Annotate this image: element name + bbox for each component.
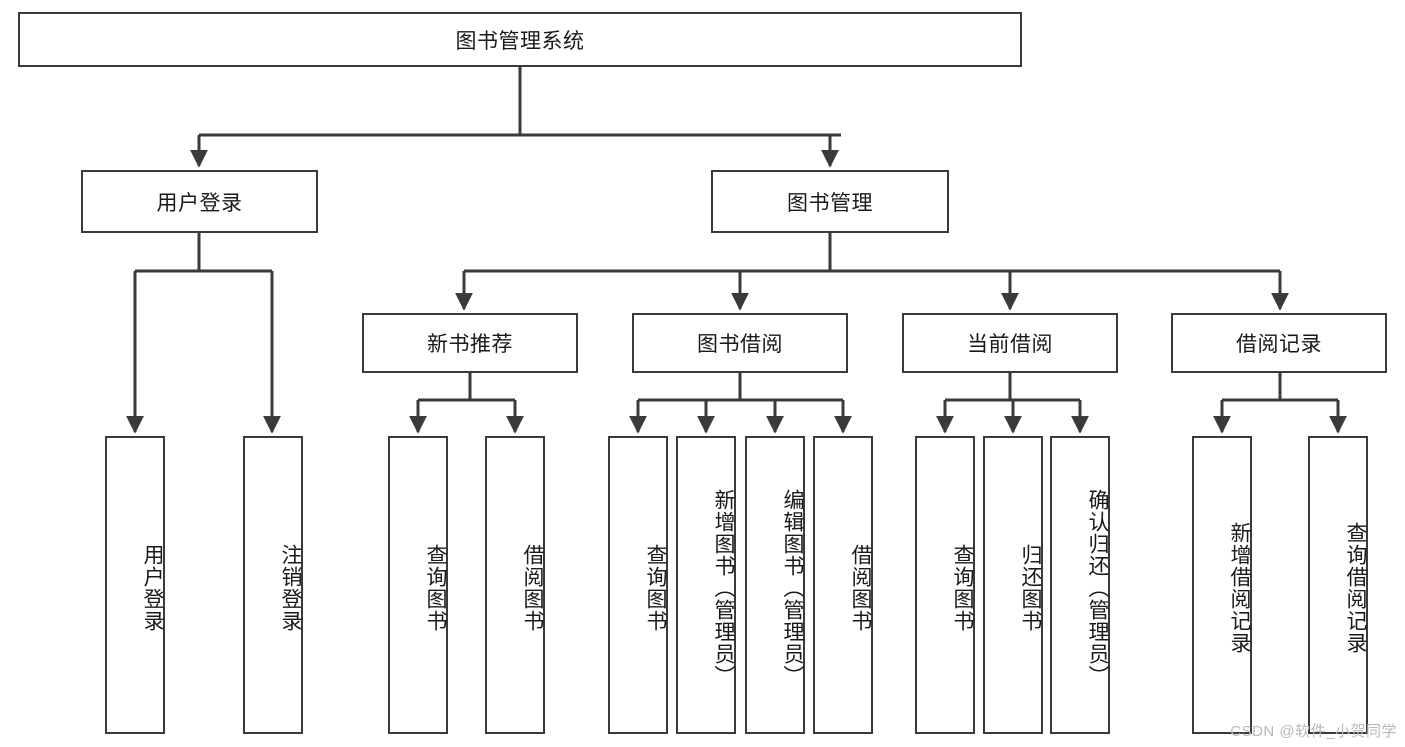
node-label: 确认归还（管理员）: [1086, 489, 1109, 687]
node-label: 图书借阅: [697, 333, 783, 356]
leaf-current-borrow-return[interactable]: 归还图书: [983, 436, 1043, 734]
leaf-book-borrow-add[interactable]: 新增图书（管理员）: [676, 436, 736, 734]
node-label: 查询图书: [424, 544, 447, 632]
leaf-records-add[interactable]: 新增借阅记录: [1192, 436, 1252, 734]
leaf-book-borrow-lend[interactable]: 借阅图书: [813, 436, 873, 734]
node-label: 查询图书: [951, 544, 974, 632]
node-label: 图书管理: [787, 191, 873, 215]
node-label: 借阅图书: [849, 544, 872, 632]
node-book-borrow[interactable]: 图书借阅: [632, 313, 848, 373]
node-label: 用户登录: [141, 544, 164, 632]
watermark: CSDN @软件_小贺同学: [1230, 723, 1397, 740]
node-label: 当前借阅: [967, 333, 1053, 356]
leaf-user-login-signout[interactable]: 注销登录: [243, 436, 303, 734]
leaf-book-borrow-query[interactable]: 查询图书: [608, 436, 668, 734]
node-label: 新增借阅记录: [1228, 522, 1251, 654]
node-label: 图书管理系统: [455, 29, 585, 53]
leaf-book-borrow-edit[interactable]: 编辑图书（管理员）: [745, 436, 805, 734]
leaf-new-book-query[interactable]: 查询图书: [388, 436, 448, 734]
node-label: 注销登录: [279, 544, 302, 632]
node-label: 查询借阅记录: [1344, 522, 1367, 654]
node-label: 查询图书: [644, 544, 667, 632]
leaf-new-book-borrow[interactable]: 借阅图书: [485, 436, 545, 734]
node-label: 归还图书: [1019, 544, 1042, 632]
node-book-management[interactable]: 图书管理: [711, 170, 949, 233]
node-label: 借阅图书: [521, 544, 544, 632]
leaf-current-borrow-query[interactable]: 查询图书: [915, 436, 975, 734]
leaf-current-borrow-confirm-return[interactable]: 确认归还（管理员）: [1050, 436, 1110, 734]
node-borrow-records[interactable]: 借阅记录: [1171, 313, 1387, 373]
node-label: 新增图书（管理员）: [712, 489, 735, 687]
node-label: 借阅记录: [1236, 333, 1322, 356]
node-label: 用户登录: [156, 191, 243, 215]
node-current-borrow[interactable]: 当前借阅: [902, 313, 1118, 373]
leaf-user-login-signin[interactable]: 用户登录: [105, 436, 165, 734]
node-new-book-recommend[interactable]: 新书推荐: [362, 313, 578, 373]
node-label: 新书推荐: [427, 333, 513, 356]
node-user-login[interactable]: 用户登录: [81, 170, 318, 233]
node-root-system[interactable]: 图书管理系统: [18, 12, 1022, 67]
leaf-records-query[interactable]: 查询借阅记录: [1308, 436, 1368, 734]
node-label: 编辑图书（管理员）: [781, 489, 804, 687]
